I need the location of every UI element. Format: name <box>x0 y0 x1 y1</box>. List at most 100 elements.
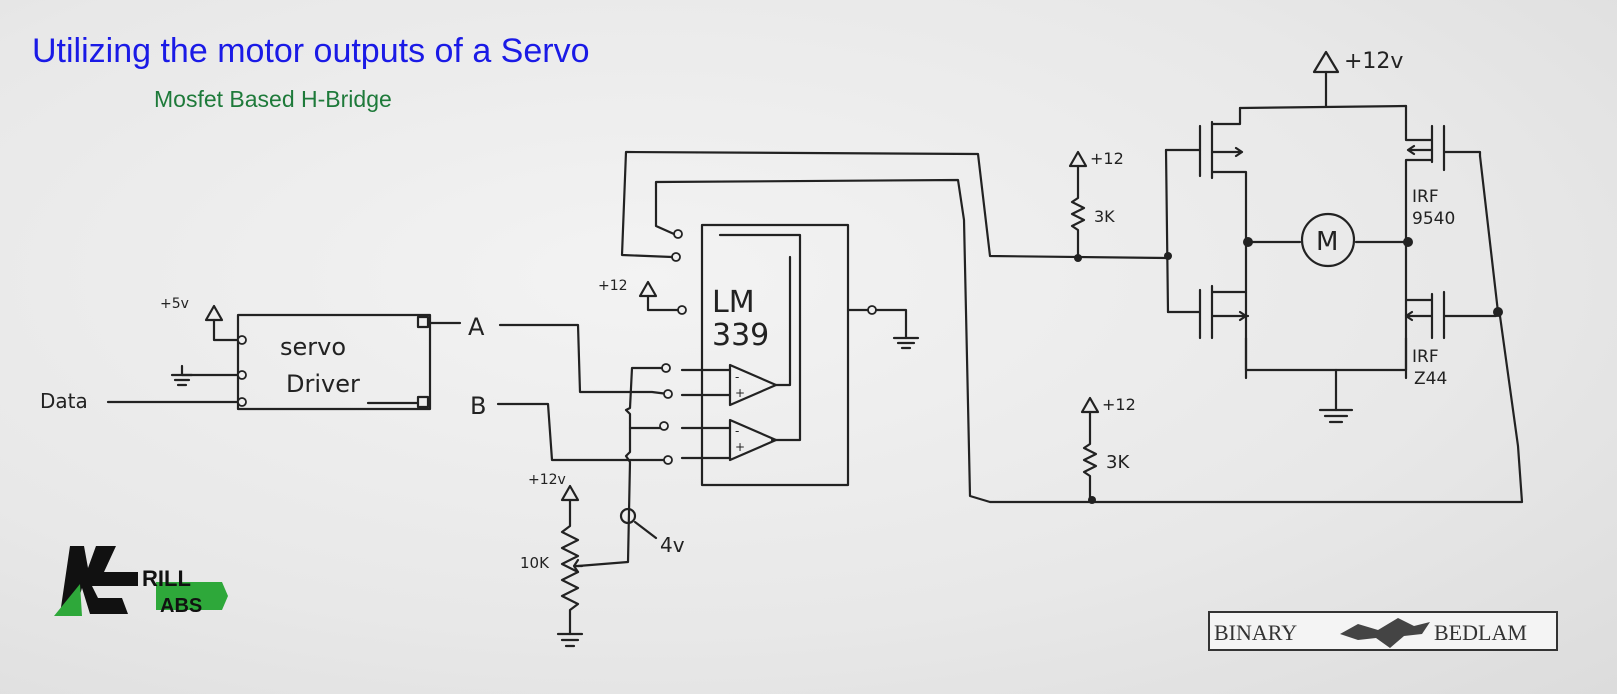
output-b-label: B <box>470 392 486 420</box>
r2-vcc-arrow-icon <box>1080 396 1100 414</box>
pot-vcc-arrow-icon <box>560 484 580 502</box>
q3-pmos-symbol <box>1406 124 1482 172</box>
vref-wire-bottom <box>576 426 632 568</box>
lm339-ic: LM 339 - + - + +12 <box>598 223 920 487</box>
bridge-ground-icon <box>1318 408 1354 424</box>
krill-labs-logo: RILL ABS <box>54 546 228 617</box>
krill-text-1: RILL <box>142 566 191 591</box>
lm339-gnd-wire <box>846 308 908 340</box>
lm339-pin-in1-minus <box>661 363 671 373</box>
ground-icon <box>170 373 194 387</box>
vref-probe-leader <box>633 520 658 540</box>
dragon-icon <box>1340 618 1430 648</box>
plus5v-wire <box>212 318 244 342</box>
bb-left-text: BINARY <box>1214 620 1297 645</box>
h-bridge: +12v IRF 9540 IRF Z44 <box>1164 49 1503 424</box>
left-gate-junction <box>1164 252 1172 260</box>
servo-driver-box <box>236 313 432 411</box>
right-gate-junction <box>1493 307 1503 317</box>
krill-k-shape <box>60 546 138 614</box>
driver-label: Driver <box>286 370 360 398</box>
comparator-input-wires <box>680 368 732 460</box>
r2-junction <box>1088 496 1096 504</box>
irf-bottom-label-2: Z44 <box>1414 369 1447 389</box>
servo-output-b-pin <box>416 395 430 409</box>
r1-vcc-arrow-icon <box>1068 150 1088 168</box>
potentiometer-10k: +12v 10K <box>520 472 584 648</box>
comparator2-output-loop <box>718 233 802 442</box>
wire-a-to-comparator <box>498 323 670 396</box>
pullup-resistor-1: +12 3K <box>1068 149 1124 262</box>
lm339-vcc-label: +12 <box>598 278 628 294</box>
comparator-1-minus: - <box>735 370 739 384</box>
r1-junction <box>1074 254 1082 262</box>
r1-vcc-label: +12 <box>1090 149 1124 168</box>
pot-vcc-label: +12v <box>528 472 566 488</box>
right-gate-tie <box>1478 154 1500 314</box>
top-rail <box>1238 104 1408 110</box>
lm339-pin-out1 <box>673 229 683 239</box>
r2-body <box>1082 410 1098 502</box>
lm339-pin-in2-minus <box>659 421 669 431</box>
lm339-pin-in1-plus <box>663 389 673 399</box>
left-gate-tie <box>1164 148 1170 314</box>
pot-value-label: 10K <box>520 554 550 572</box>
irf-top-label-1: IRF <box>1412 187 1439 207</box>
plus5v-label: +5v <box>160 296 189 312</box>
wire-out1-to-right-gates <box>654 178 1524 504</box>
vref-wire-top <box>624 366 664 430</box>
r1-value-label: 3K <box>1094 207 1115 226</box>
output-a-label: A <box>468 313 485 341</box>
lm339-label-line1: LM <box>712 285 755 320</box>
irf-bottom-label-1: IRF <box>1412 347 1439 367</box>
pot-wiper-arrow-icon <box>572 558 584 574</box>
lm339-ground-icon <box>892 336 920 350</box>
lm339-vcc-wire <box>646 294 680 312</box>
comparator-2-minus: - <box>735 424 739 438</box>
lm339-pin-vcc <box>677 305 687 315</box>
binary-bedlam-logo: BINARY BEDLAM <box>1208 611 1558 651</box>
page-subtitle: Mosfet Based H-Bridge <box>154 86 392 112</box>
vref-probe-icon <box>619 507 637 525</box>
comparator1-output-loop <box>774 255 792 387</box>
r1-body <box>1070 164 1086 260</box>
lm339-pin-in2-plus <box>663 455 673 465</box>
servo-ground-wire <box>180 364 244 377</box>
comparator-1-symbol <box>728 363 778 407</box>
lm339-pin-gnd <box>867 305 877 315</box>
bb-right-text: BEDLAM <box>1434 620 1527 645</box>
supply-label: +12v <box>1344 49 1403 74</box>
lm339-vcc-arrow-icon <box>638 280 658 298</box>
supply-arrow-icon <box>1312 50 1340 74</box>
motor-icon <box>1300 212 1356 268</box>
servo-pin-2 <box>237 370 247 380</box>
vref-label: 4v <box>660 533 685 557</box>
servo-label: servo <box>280 333 346 361</box>
krill-green-arrow <box>156 582 228 610</box>
q2-nmos-symbol <box>1166 284 1250 340</box>
q1-pmos-symbol <box>1164 124 1244 178</box>
pot-ground-icon <box>556 632 584 648</box>
comparator-2-symbol <box>728 418 778 462</box>
lm339-label-line2: 339 <box>712 318 769 353</box>
right-rail <box>1404 104 1434 380</box>
plus5v-arrow-icon <box>204 304 224 322</box>
krill-text-2: ABS <box>160 595 202 617</box>
page-title: Utilizing the motor outputs of a Servo <box>32 32 590 70</box>
pullup-resistor-2: +12 3K <box>1080 395 1136 504</box>
left-rail <box>1210 106 1248 380</box>
servo-driver-block: servo Driver +5v Data A B <box>40 296 486 420</box>
wire-b-to-comparator <box>496 402 670 462</box>
wire-out2-to-left-gates <box>620 150 1170 260</box>
r2-value-label: 3K <box>1106 452 1130 473</box>
servo-pin-3 <box>237 397 247 407</box>
lm339-pin-out2 <box>671 252 681 262</box>
data-label: Data <box>40 389 88 413</box>
comparator-1-plus: + <box>735 386 745 400</box>
bottom-rail <box>1244 336 1408 372</box>
comparator-2-plus: + <box>735 440 745 454</box>
pot-resistor-body <box>560 498 580 636</box>
r2-vcc-label: +12 <box>1102 395 1136 414</box>
